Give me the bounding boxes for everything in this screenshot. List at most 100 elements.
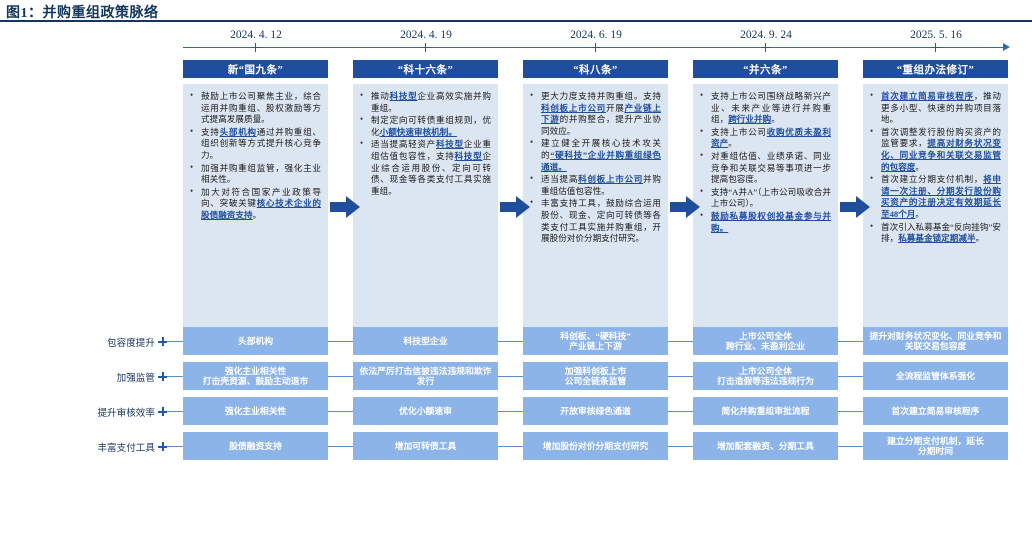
policy-column-body: 鼓励上市公司聚焦主业，综合运用并购重组、股权激励等方式提高发展质量。支持头部机构… [183, 84, 328, 342]
matrix-cell[interactable]: 强化主业相关性打击壳资源、鼓励主动退市 [183, 362, 328, 390]
list-item: 更大力度支持并购重组。支持科创板上市公司开展产业链上下游的并购整合，提升产业协同… [528, 90, 661, 137]
list-item: 丰富支持工具，鼓励综合运用股份、现金、定向可转债等各类支付工具实施并购重组，开展… [528, 197, 661, 244]
matrix-row-label: 丰富支付工具 [97, 442, 155, 454]
list-item: 推动科技型企业高效实施并购重组。 [358, 90, 491, 114]
matrix-connector [498, 411, 523, 412]
matrix-connector [838, 446, 863, 447]
matrix-row-label: 包容度提升 [107, 337, 155, 349]
matrix-connector [668, 411, 693, 412]
matrix-row: 提升审核效率 强化主业相关性优化小额速审开放审核绿色通道简化并购重组审批流程首次建… [0, 394, 1032, 429]
matrix-cell[interactable]: 增加股份对价分期支付研究 [523, 432, 668, 460]
matrix-cell[interactable]: 全流程监管体系强化 [863, 362, 1008, 390]
policy-column-body: 支持上市公司围绕战略新兴产业、未来产业等进行并购重组，跨行业并购。支持上市公司收… [693, 84, 838, 342]
policy-column-2: “科十六条” 推动科技型企业高效实施并购重组。制定定向可转债重组规则，优化小额快… [353, 60, 498, 342]
policy-bullet-list: 首次建立简易审核程序，推动更多小型、快速的并购项目落地。首次调整发行股份购买资产… [868, 90, 1001, 245]
policy-column-body: 首次建立简易审核程序，推动更多小型、快速的并购项目落地。首次调整发行股份购买资产… [863, 84, 1008, 342]
matrix-row-marker [158, 442, 167, 451]
matrix-connector [328, 341, 353, 342]
list-item: 支持头部机构通过并购重组、组织创新等方式提升核心竞争力。 [188, 126, 321, 162]
policy-bullet-list: 更大力度支持并购重组。支持科创板上市公司开展产业链上下游的并购整合，提升产业协同… [528, 90, 661, 245]
matrix-cell[interactable]: 首次建立简易审核程序 [863, 397, 1008, 425]
timeline-date: 2024. 6. 19 [570, 29, 622, 41]
title-divider [0, 20, 1032, 22]
matrix-cell[interactable]: 提升对财务状况变化、同业竞争和关联交易包容度 [863, 327, 1008, 355]
flow-arrow-icon [330, 196, 360, 218]
matrix-cell[interactable]: 科技型企业 [353, 327, 498, 355]
policy-column-header: “重组办法修订” [863, 60, 1008, 78]
list-item: 首次引入私募基金“反向挂钩”安排，私募基金锁定期减半。 [868, 221, 1001, 245]
policy-column-body: 更大力度支持并购重组。支持科创板上市公司开展产业链上下游的并购整合，提升产业协同… [523, 84, 668, 342]
matrix-cell[interactable]: 开放审核绿色通道 [523, 397, 668, 425]
matrix-connector [838, 341, 863, 342]
list-item: 首次调整发行股份购买资产的监管要求，提高对财务状况变化、同业竞争和关联交易监管的… [868, 126, 1001, 173]
policy-column-3: “科八条” 更大力度支持并购重组。支持科创板上市公司开展产业链上下游的并购整合，… [523, 60, 668, 342]
matrix-cell[interactable]: 上市公司全体跨行业、未盈利企业 [693, 327, 838, 355]
policy-matrix: 包容度提升 头部机构科技型企业科创板、“硬科技”产业链上下游上市公司全体跨行业、未… [0, 324, 1032, 464]
policy-column-5: “重组办法修订” 首次建立简易审核程序，推动更多小型、快速的并购项目落地。首次调… [863, 60, 1008, 342]
policy-column-1: 新“国九条” 鼓励上市公司聚焦主业，综合运用并购重组、股权激励等方式提高发展质量… [183, 60, 328, 342]
policy-bullet-list: 鼓励上市公司聚焦主业，综合运用并购重组、股权激励等方式提高发展质量。支持头部机构… [188, 90, 321, 222]
list-item: 支持上市公司收购优质未盈利资产。 [698, 126, 831, 150]
list-item: 鼓励上市公司聚焦主业，综合运用并购重组、股权激励等方式提高发展质量。 [188, 90, 321, 126]
list-item: 支持上市公司围绕战略新兴产业、未来产业等进行并购重组，跨行业并购。 [698, 90, 831, 126]
matrix-row: 加强监管 强化主业相关性打击壳资源、鼓励主动退市依法严厉打击信披违法违规和欺诈发行… [0, 359, 1032, 394]
matrix-connector [498, 376, 523, 377]
timeline-date: 2024. 4. 12 [230, 29, 282, 41]
matrix-cell[interactable]: 强化主业相关性 [183, 397, 328, 425]
policy-bullet-list: 支持上市公司围绕战略新兴产业、未来产业等进行并购重组，跨行业并购。支持上市公司收… [698, 90, 831, 234]
matrix-connector [167, 446, 183, 447]
matrix-cell[interactable]: 科创板、“硬科技”产业链上下游 [523, 327, 668, 355]
policy-column-body: 推动科技型企业高效实施并购重组。制定定向可转债重组规则，优化小额快速审核机制。适… [353, 84, 498, 342]
matrix-connector [838, 376, 863, 377]
matrix-cell[interactable]: 增加可转债工具 [353, 432, 498, 460]
matrix-row-label: 提升审核效率 [97, 407, 155, 419]
matrix-connector [498, 341, 523, 342]
matrix-connector [668, 341, 693, 342]
flow-arrow-icon [840, 196, 870, 218]
policy-bullet-list: 推动科技型企业高效实施并购重组。制定定向可转债重组规则，优化小额快速审核机制。适… [358, 90, 491, 197]
matrix-row-marker [158, 372, 167, 381]
timeline-tick [421, 43, 430, 52]
policy-column-header: “科八条” [523, 60, 668, 78]
matrix-cell[interactable]: 依法严厉打击信披违法违规和欺诈发行 [353, 362, 498, 390]
matrix-connector [328, 446, 353, 447]
matrix-connector [167, 341, 183, 342]
page-title: 图1：并购重组政策脉络 [6, 6, 159, 21]
list-item: 制定定向可转债重组规则，优化小额快速审核机制。 [358, 114, 491, 138]
list-item: 对重组估值、业绩承诺、同业竞争和关联交易等事项进一步提高包容度。 [698, 150, 831, 186]
list-item: 支持“A并A”（上市公司吸收合并上市公司）。 [698, 186, 831, 210]
list-item: 首次建立简易审核程序，推动更多小型、快速的并购项目落地。 [868, 90, 1001, 126]
matrix-connector [838, 411, 863, 412]
list-item: 鼓励私募股权创投基金参与并购。 [698, 210, 831, 234]
timeline-date: 2024. 9. 24 [740, 29, 792, 41]
timeline-date: 2024. 4. 19 [400, 29, 452, 41]
matrix-connector [328, 411, 353, 412]
matrix-cell[interactable]: 增加配套融资、分期工具 [693, 432, 838, 460]
matrix-cell[interactable]: 头部机构 [183, 327, 328, 355]
list-item: 加强并购重组监管，强化主业相关性。 [188, 162, 321, 186]
matrix-cell[interactable]: 优化小额速审 [353, 397, 498, 425]
matrix-connector [167, 411, 183, 412]
timeline-tick [931, 43, 940, 52]
timeline-date: 2025. 5. 16 [910, 29, 962, 41]
matrix-cell[interactable]: 股债融资支持 [183, 432, 328, 460]
matrix-cell[interactable]: 加强科创板上市公司全链条监管 [523, 362, 668, 390]
matrix-row: 丰富支付工具 股债融资支持增加可转债工具增加股份对价分期支付研究增加配套融资、分期… [0, 429, 1032, 464]
policy-column-header: 新“国九条” [183, 60, 328, 78]
timeline-arrow-icon [1003, 43, 1010, 51]
matrix-connector [167, 376, 183, 377]
list-item: 适当提高科创板上市公司并购重组估值包容性。 [528, 173, 661, 197]
flow-arrow-icon [670, 196, 700, 218]
matrix-row-marker [158, 407, 167, 416]
matrix-cell[interactable]: 简化并购重组审批流程 [693, 397, 838, 425]
matrix-cell[interactable]: 建立分期支付机制，延长分期时间 [863, 432, 1008, 460]
matrix-cell[interactable]: 上市公司全体打击造假等违法违规行为 [693, 362, 838, 390]
policy-column-4: “并六条” 支持上市公司围绕战略新兴产业、未来产业等进行并购重组，跨行业并购。支… [693, 60, 838, 342]
timeline-tick [761, 43, 770, 52]
matrix-row-label: 加强监管 [116, 372, 155, 384]
matrix-connector [668, 376, 693, 377]
matrix-row: 包容度提升 头部机构科技型企业科创板、“硬科技”产业链上下游上市公司全体跨行业、未… [0, 324, 1032, 359]
timeline-tick [251, 43, 260, 52]
list-item: 建立健全开展核心技术攻关的“硬科技”企业并购重组绿色通道。 [528, 137, 661, 173]
